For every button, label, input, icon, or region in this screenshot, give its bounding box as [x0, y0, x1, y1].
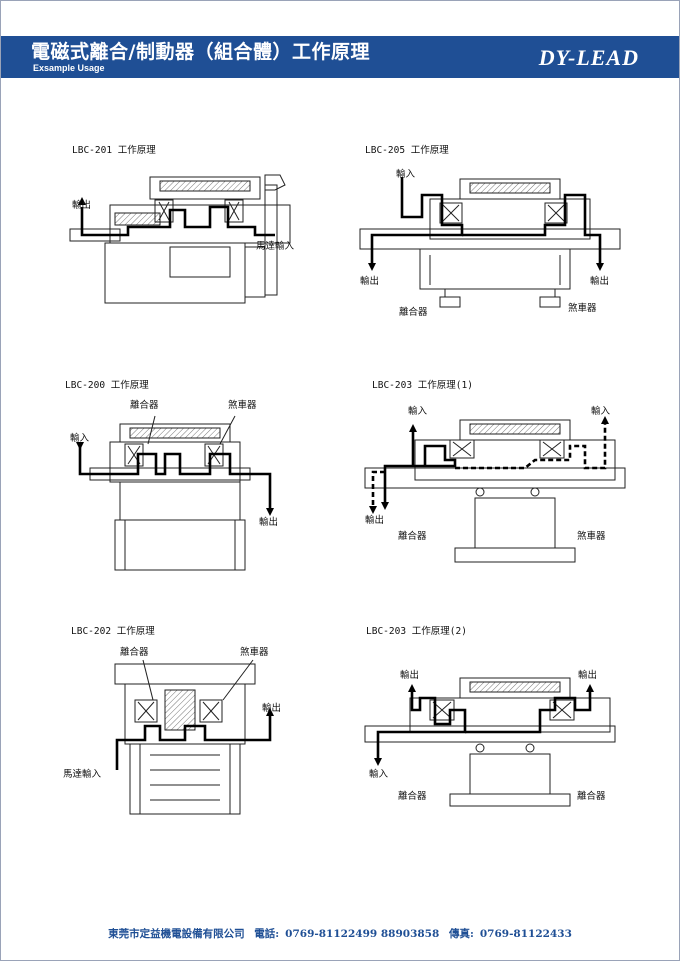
page-title: 電磁式離合/制動器（組合體）工作原理	[31, 41, 370, 63]
diagram-lbc200	[76, 415, 274, 571]
label-output-left: 輸出	[400, 670, 420, 681]
label-output-left: 輸出	[360, 276, 380, 287]
label-brake: 煞車器	[568, 303, 597, 314]
page-subtitle: Exsample Usage	[33, 63, 105, 73]
diagram-lbc203-2	[364, 677, 616, 807]
diagram-lbc203-1	[364, 416, 626, 563]
label-clutch: 離合器	[398, 791, 427, 802]
panel-caption-lbc202: LBC-202 工作原理	[71, 626, 155, 637]
label-output-right: 輸出	[590, 276, 610, 287]
label-brake: 煞車器	[228, 400, 257, 411]
label-output: 輸出	[72, 200, 92, 211]
label-input: 輸入	[70, 433, 90, 444]
footer-phone: 0769-81122499 88903858	[285, 928, 440, 940]
label-input-right: 輸入	[591, 406, 611, 417]
label-clutch: 離合器	[120, 647, 149, 658]
diagram-lbc201	[69, 174, 291, 304]
label-brake: 離合器	[577, 791, 606, 802]
label-output: 輸出	[259, 517, 279, 528]
label-motor-input: 馬達輸入	[63, 769, 102, 780]
label-clutch: 離合器	[398, 531, 427, 542]
footer-fax: 0769-81122433	[479, 928, 572, 940]
panel-caption-lbc203-2: LBC-203 工作原理(2)	[366, 626, 467, 637]
panel-caption-lbc203-1: LBC-203 工作原理(1)	[372, 380, 473, 391]
label-motor-input: 馬達輸入	[256, 241, 295, 252]
label-brake: 煞車器	[240, 647, 269, 658]
label-output-right: 輸出	[578, 670, 598, 681]
label-brake: 煞車器	[577, 531, 606, 542]
label-output: 輸出	[365, 515, 385, 526]
label-clutch: 離合器	[130, 400, 159, 411]
label-clutch: 離合器	[399, 307, 428, 318]
brand-logo: DY-LEAD	[538, 45, 639, 70]
label-input: 輸入	[396, 169, 416, 180]
diagram-lbc202	[114, 659, 274, 815]
label-input-left: 輸入	[408, 406, 428, 417]
label-output: 輸出	[262, 703, 282, 714]
footer-company: 東莞市定益機電設備有限公司	[108, 928, 245, 940]
label-input: 輸入	[369, 769, 389, 780]
page-footer: 東莞市定益機電設備有限公司 電話:0769-81122499 88903858 …	[0, 926, 680, 941]
footer-phone-label: 電話:	[254, 928, 280, 940]
panel-caption-lbc205: LBC-205 工作原理	[365, 145, 449, 156]
diagram-lbc205	[359, 177, 621, 308]
panel-caption-lbc200: LBC-200 工作原理	[65, 380, 149, 391]
footer-fax-label: 傳真:	[448, 928, 474, 940]
page-header: 電磁式離合/制動器（組合體）工作原理 Exsample Usage DY-LEA…	[1, 36, 679, 78]
panel-caption-lbc201: LBC-201 工作原理	[72, 145, 156, 156]
